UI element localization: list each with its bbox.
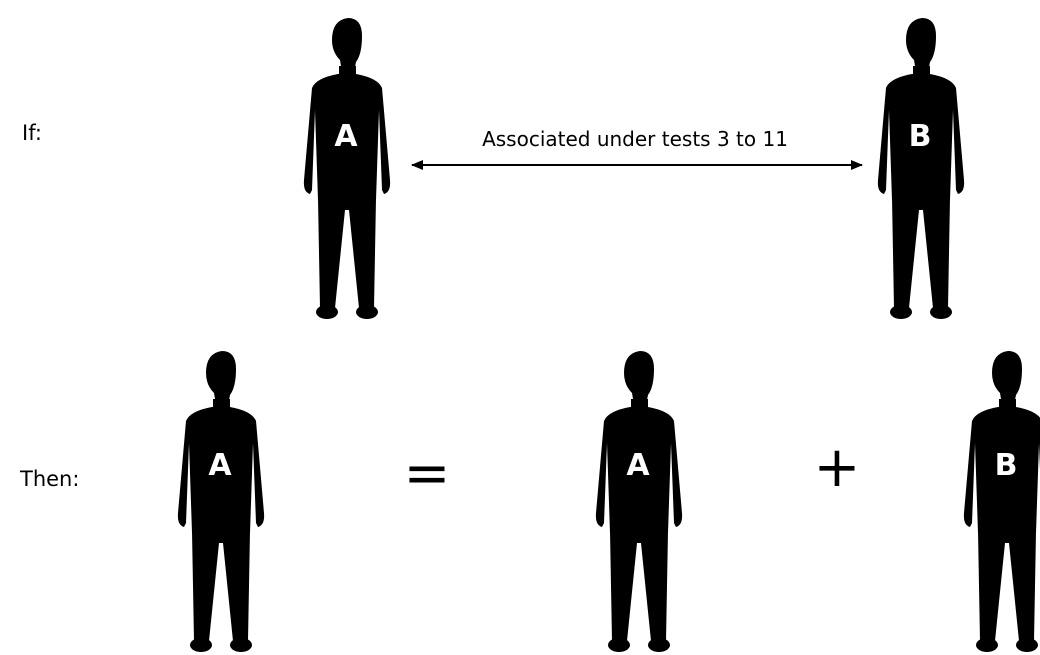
figure-letter: B [995,448,1018,483]
person-silhouette-icon [963,351,1040,652]
figure-a-if: A [303,18,391,319]
association-arrow: Associated under tests 3 to 11 [411,127,863,170]
plus-sign: + [814,435,861,500]
if-label: If: [22,121,42,145]
equals-sign: = [404,441,451,506]
figure-letter: A [334,119,358,154]
figure-letter: A [626,448,650,483]
figure-b-if: B [877,18,965,319]
person-silhouette-icon [595,351,683,652]
figure-letter: B [909,119,932,154]
person-silhouette-icon [877,18,965,319]
association-label: Associated under tests 3 to 11 [482,127,788,151]
figure-b-operand: B [963,351,1040,652]
then-label: Then: [19,467,79,491]
figure-a-result: A [177,351,265,652]
figure-letter: A [208,448,232,483]
figure-a-operand: A [595,351,683,652]
person-silhouette-icon [177,351,265,652]
person-silhouette-icon [303,18,391,319]
